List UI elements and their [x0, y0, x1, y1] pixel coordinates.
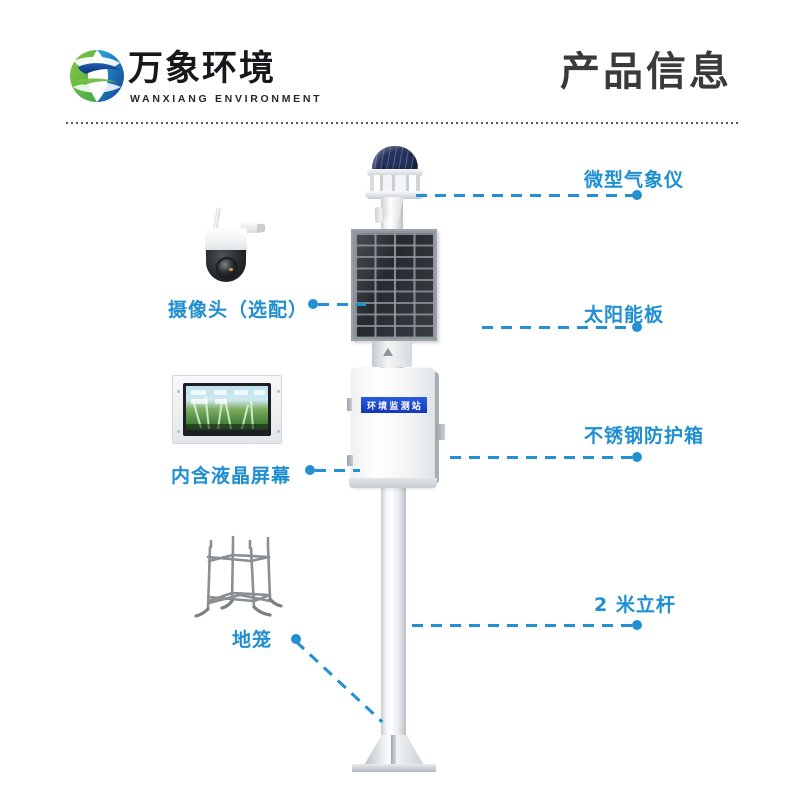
enclosure-name-plate: 环境监测站	[361, 397, 427, 413]
callout-leader-pole	[412, 624, 634, 627]
callout-label-weather-instrument: 微型气象仪	[584, 169, 685, 191]
lcd-ui-chip	[215, 399, 227, 404]
callout-leader-lcd	[315, 469, 360, 472]
callout-label-lcd: 内含液晶屏幕	[171, 465, 292, 487]
lcd-ui-chip	[234, 390, 248, 395]
weather-neck-icon	[380, 197, 404, 219]
solar-mount-bracket-icon	[372, 341, 412, 367]
callout-label-ground-cage: 地笼	[232, 629, 273, 651]
camera-lens-glint-icon	[229, 268, 233, 271]
solar-cell-grid-icon	[355, 233, 433, 337]
lcd-ui-chip	[254, 390, 265, 395]
callout-label-camera: 摄像头（选配）	[168, 299, 309, 321]
callout-dot-enclosure	[632, 452, 642, 462]
enclosure-label-text: 环境监测站	[366, 401, 423, 412]
lcd-ui-chip	[214, 390, 227, 395]
callout-dot-ground-cage	[291, 634, 301, 644]
page-title: 产品信息	[560, 49, 732, 95]
lcd-taskbar-icon	[186, 424, 268, 430]
camera-mount-arm-icon	[240, 222, 262, 233]
weather-collar-icon	[367, 169, 423, 176]
solar-bracket-bolt-icon	[383, 348, 393, 356]
enclosure-latch-icon	[436, 424, 445, 440]
ptz-dome-camera-icon	[205, 228, 247, 254]
callout-leader-weather-instrument	[416, 194, 634, 197]
lcd-screw-icon	[277, 390, 280, 393]
ground-cage-icon	[188, 535, 292, 627]
mast-pole-lower-icon	[381, 487, 406, 747]
callout-leader-enclosure	[450, 456, 634, 459]
lcd-screw-icon	[277, 430, 280, 433]
lcd-ui-chip	[191, 399, 208, 404]
pole-base-plate-icon	[352, 764, 436, 772]
callout-dot-camera	[308, 299, 318, 309]
callout-dot-lcd	[305, 465, 315, 475]
callout-dot-pole	[632, 620, 642, 630]
callout-leader-solar-panel	[482, 326, 634, 329]
callout-leader-camera	[318, 303, 366, 306]
brand-name-en: WANXIANG ENVIRONMENT	[130, 93, 323, 105]
page-header: 万象环境 WANXIANG ENVIRONMENT 产品信息	[0, 0, 800, 125]
radiation-shield-icon	[370, 175, 420, 193]
callout-label-pole: 2 米立杆	[594, 594, 676, 616]
weather-sensor-pod-icon	[375, 207, 382, 223]
dotted-divider-icon	[66, 122, 738, 124]
callout-label-solar-panel: 太阳能板	[584, 304, 665, 326]
camera-lens-icon	[218, 259, 236, 277]
pole-base-rib-icon	[391, 735, 396, 767]
camera-mount-tip-icon	[257, 224, 265, 232]
callout-dot-solar-panel	[632, 322, 642, 332]
callout-label-enclosure: 不锈钢防护箱	[584, 425, 705, 447]
stainless-enclosure-icon	[351, 368, 435, 488]
lcd-screw-icon	[177, 430, 180, 433]
brand-name-cn: 万象环境	[128, 49, 277, 89]
enclosure-hinge-top-icon	[347, 398, 352, 411]
callout-dot-weather-instrument	[632, 190, 642, 200]
enclosure-bottom-lip-icon	[349, 478, 437, 488]
globe-swirl-logo-icon	[68, 47, 126, 105]
lcd-ui-chip	[191, 390, 206, 395]
lcd-screw-icon	[177, 390, 180, 393]
enclosure-hinge-bottom-icon	[347, 455, 353, 466]
weather-base-plate-icon	[365, 191, 425, 199]
